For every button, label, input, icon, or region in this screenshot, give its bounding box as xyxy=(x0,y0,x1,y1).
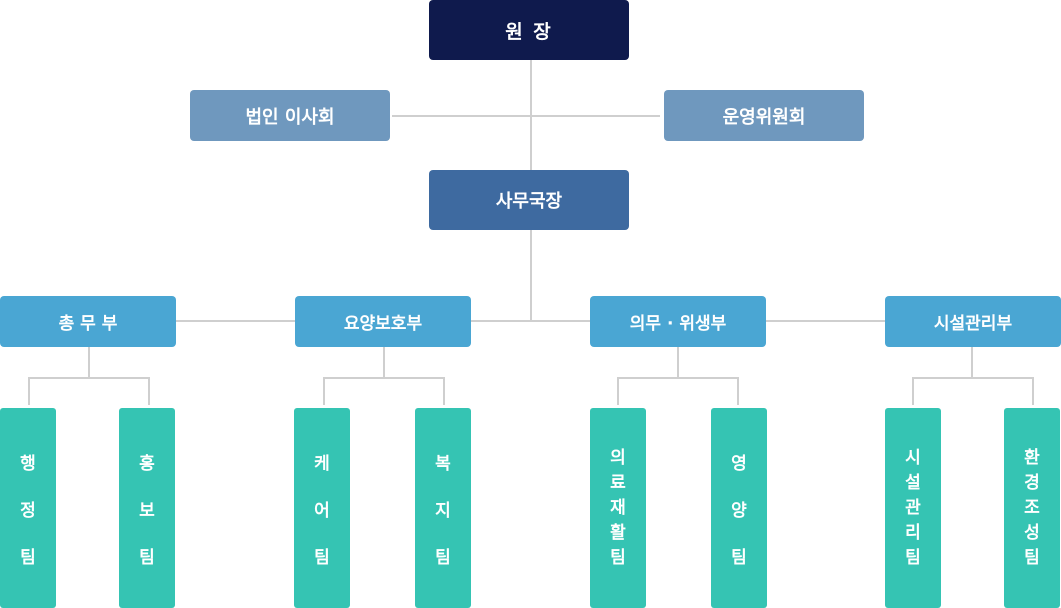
team-char: 팀 xyxy=(314,547,330,568)
connector-board-committee xyxy=(392,115,660,117)
team-char: 조 xyxy=(1024,497,1040,518)
team-char: 환 xyxy=(1024,447,1040,468)
connector-dept4-down xyxy=(971,346,973,378)
team-box-welfare: 복 지 팀 xyxy=(415,408,471,608)
team-char: 팀 xyxy=(20,547,36,568)
connector-dept2-team1 xyxy=(323,377,325,405)
connector-dept1-down xyxy=(88,346,90,378)
team-char: 료 xyxy=(610,472,626,493)
department-box-care: 요양보호부 xyxy=(295,296,471,347)
connector-dept3-down xyxy=(677,346,679,378)
secretary-box: 사무국장 xyxy=(429,170,629,230)
connector-dept2-down xyxy=(383,346,385,378)
department-box-facilities: 시설관리부 xyxy=(885,296,1061,347)
team-char: 행 xyxy=(20,453,36,474)
team-box-facility-management: 시 설 관 리 팀 xyxy=(885,408,941,608)
team-char: 정 xyxy=(20,500,36,521)
connector-dept2-team2 xyxy=(443,377,445,405)
team-char: 팀 xyxy=(731,547,747,568)
team-char: 보 xyxy=(139,500,155,521)
team-char: 팀 xyxy=(139,547,155,568)
team-char: 홍 xyxy=(139,453,155,474)
team-char: 재 xyxy=(610,497,626,518)
connector-secretary-departments xyxy=(530,230,532,322)
connector-dept1-bar xyxy=(28,377,150,379)
connector-departments-horizontal xyxy=(175,320,887,322)
team-box-medical-rehab: 의 료 재 활 팀 xyxy=(590,408,646,608)
department-box-medical-hygiene: 의무 · 위생부 xyxy=(590,296,766,347)
team-char: 경 xyxy=(1024,472,1040,493)
connector-dept3-team2 xyxy=(737,377,739,405)
team-box-public-relations: 홍 보 팀 xyxy=(119,408,175,608)
team-char: 시 xyxy=(905,447,921,468)
connector-dept1-team2 xyxy=(148,377,150,405)
team-box-care: 케 어 팀 xyxy=(294,408,350,608)
connector-dept4-bar xyxy=(912,377,1034,379)
department-box-general-affairs: 총 무 부 xyxy=(0,296,176,347)
team-char: 의 xyxy=(610,447,626,468)
team-box-administration: 행 정 팀 xyxy=(0,408,56,608)
team-char: 활 xyxy=(610,522,626,543)
connector-dept4-team2 xyxy=(1032,377,1034,405)
team-char: 리 xyxy=(905,522,921,543)
connector-dept2-bar xyxy=(323,377,445,379)
connector-dept3-bar xyxy=(617,377,739,379)
team-char: 설 xyxy=(905,472,921,493)
team-char: 팀 xyxy=(610,547,626,568)
team-char: 지 xyxy=(435,500,451,521)
team-char: 팀 xyxy=(435,547,451,568)
connector-dept3-team1 xyxy=(617,377,619,405)
team-char: 관 xyxy=(905,497,921,518)
team-char: 영 xyxy=(731,453,747,474)
team-char: 케 xyxy=(314,453,330,474)
connector-dept1-team1 xyxy=(28,377,30,405)
team-char: 팀 xyxy=(905,547,921,568)
committee-box: 운영위원회 xyxy=(664,90,864,141)
team-box-environment: 환 경 조 성 팀 xyxy=(1004,408,1060,608)
team-box-nutrition: 영 양 팀 xyxy=(711,408,767,608)
connector-dept4-team1 xyxy=(912,377,914,405)
team-char: 복 xyxy=(435,453,451,474)
team-char: 어 xyxy=(314,500,330,521)
director-box: 원 장 xyxy=(429,0,629,60)
board-box: 법인 이사회 xyxy=(190,90,390,141)
team-char: 양 xyxy=(731,500,747,521)
team-char: 팀 xyxy=(1024,547,1040,568)
team-char: 성 xyxy=(1024,522,1040,543)
